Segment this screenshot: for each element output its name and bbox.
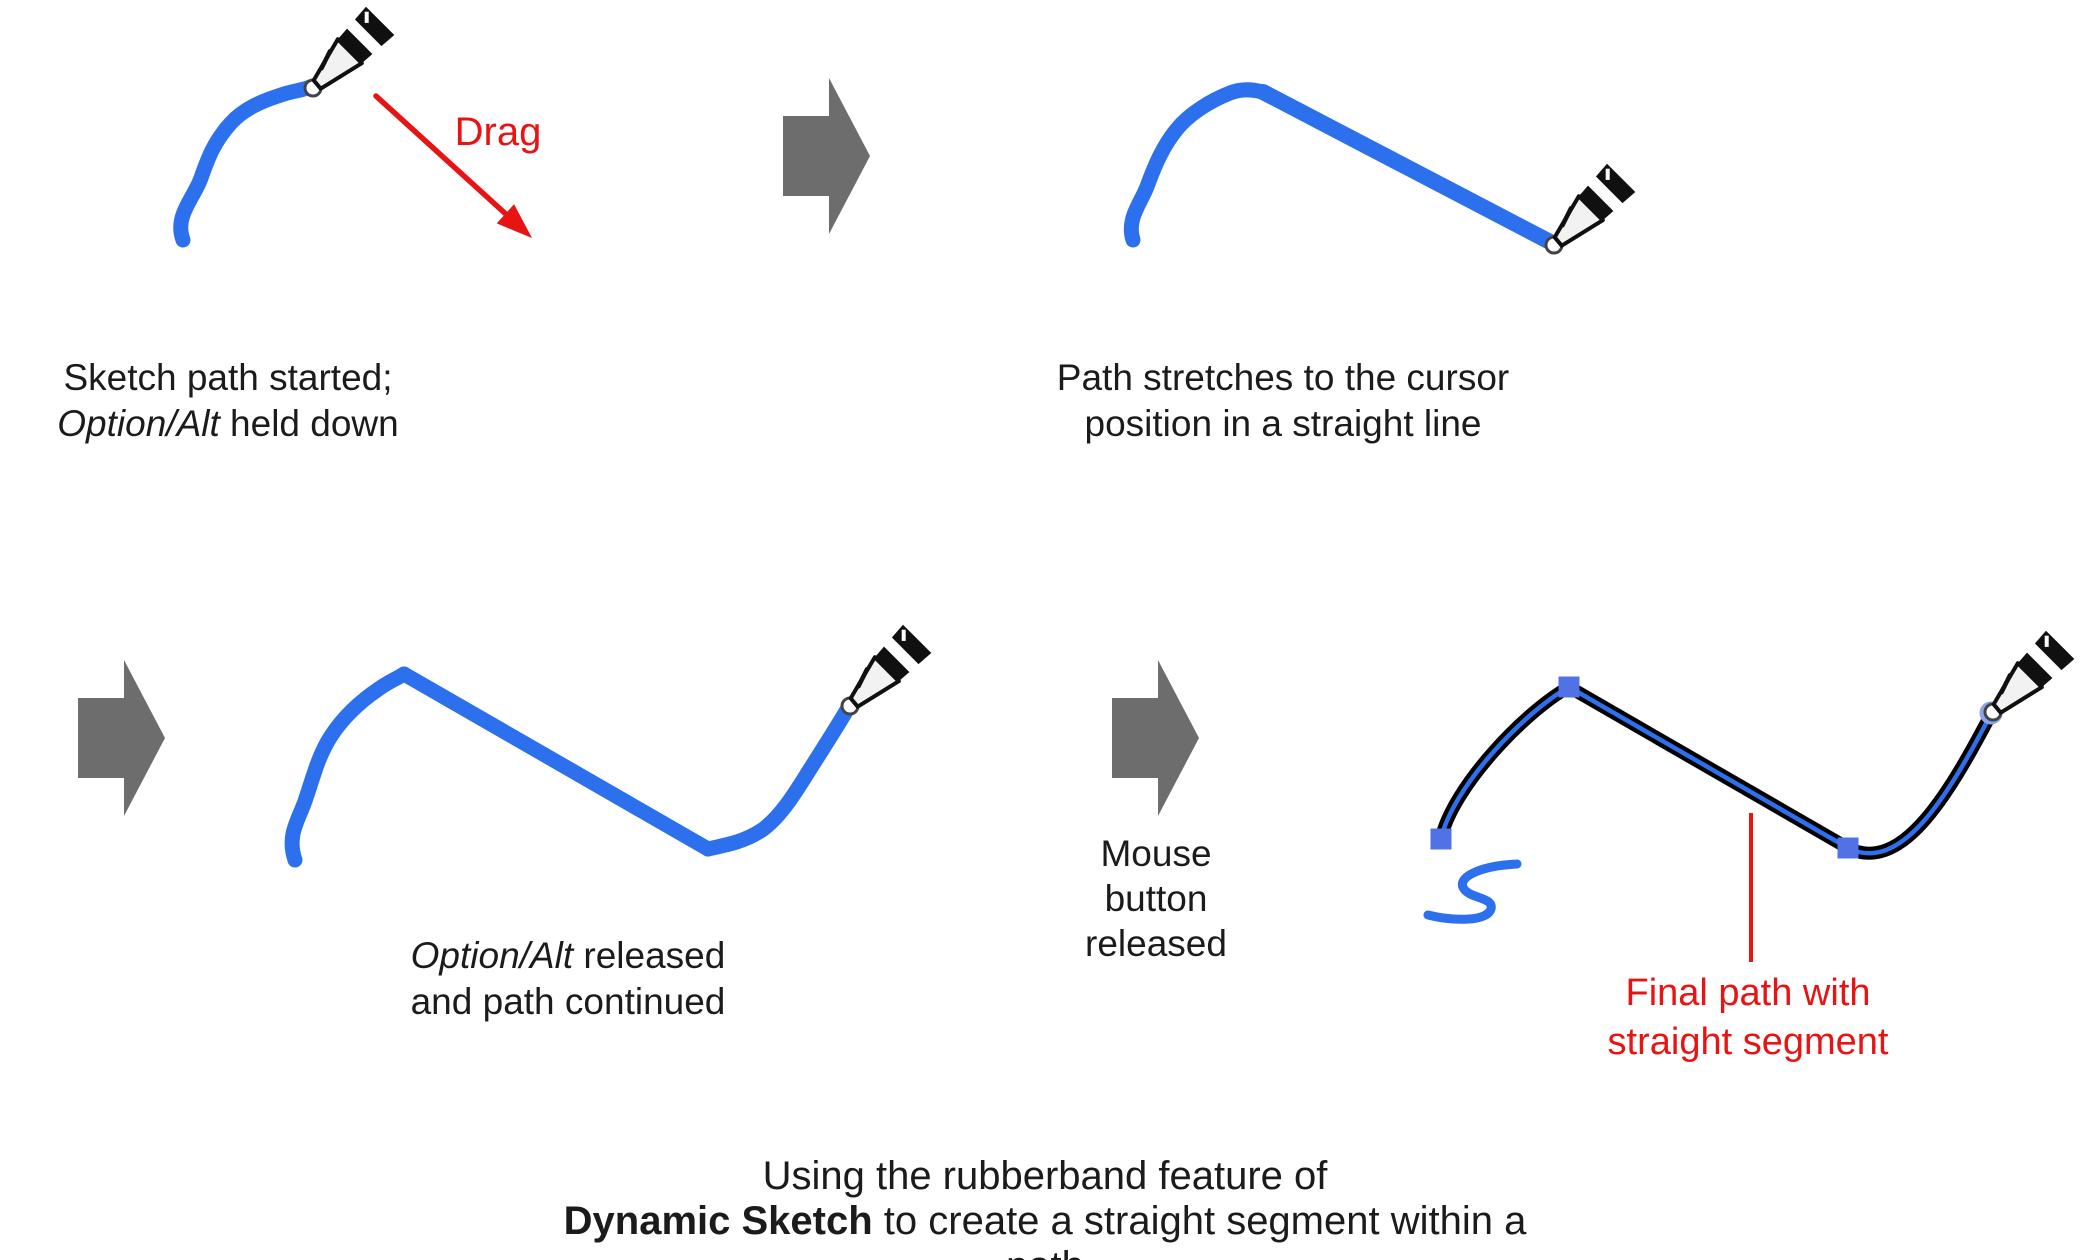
step3-caption-key: Option/Alt (410, 935, 574, 976)
step2-caption-line2: position in a straight line (1084, 403, 1482, 444)
marker-pen-cursor-icon (1546, 164, 1635, 253)
step3-caption-rest: released (573, 935, 726, 976)
sketch-stroke-step3-start (284, 666, 412, 868)
sketch-stroke-step1 (173, 79, 318, 248)
step3-caption: Option/Alt released and path continued (411, 933, 726, 1025)
right-block-arrow-icon (783, 78, 870, 234)
mouse-released-line3: released (1085, 923, 1227, 964)
anchor-point (1837, 837, 1859, 859)
step1-caption-key: Option/Alt (57, 403, 220, 444)
marker-pen-cursor-icon (842, 625, 931, 714)
marker-pen-cursor-icon (305, 7, 394, 96)
figure-caption-line1: Using the rubberband feature of (762, 1154, 1328, 1198)
step4-panel (1423, 631, 2074, 962)
step3-panel (284, 625, 931, 868)
right-block-arrow-icon (78, 660, 165, 816)
right-block-arrow-icon (1112, 660, 1199, 816)
rubberband-straight-segment (1255, 84, 1560, 251)
drag-arrow-shaft (373, 93, 511, 219)
sketch-stroke-step3-continued (700, 700, 856, 857)
sketch-stroke-step2 (1123, 82, 1270, 248)
step1-panel (173, 7, 532, 248)
step1-caption-line1: Sketch path started; (63, 357, 393, 398)
step2-panel (1123, 82, 1635, 253)
figure-caption-bold: Dynamic Sketch (563, 1199, 873, 1243)
figure-caption-rest: to create a straight segment within a pa… (883, 1199, 1527, 1260)
mouse-released-line1: Mouse (1100, 833, 1212, 874)
callout-line1: Final path with (1625, 972, 1871, 1014)
step1-caption-rest: held down (219, 403, 399, 444)
anchor-point (1558, 676, 1580, 698)
final-path-callout: Final path with straight segment (1608, 969, 1889, 1067)
step2-caption-line1: Path stretches to the cursor (1056, 357, 1510, 398)
step1-caption: Sketch path started; Option/Alt held down (57, 355, 398, 447)
drag-label: Drag (454, 110, 542, 154)
fixed-straight-segment (396, 666, 716, 857)
sketch-tool-s-cursor-icon (1423, 859, 1522, 924)
step2-caption: Path stretches to the cursor position in … (1057, 355, 1509, 447)
step3-caption-line2: and path continued (410, 981, 726, 1022)
anchor-point (1430, 828, 1452, 850)
red-drag-arrow-icon (496, 204, 532, 238)
callout-line2: straight segment (1607, 1021, 1889, 1063)
marker-pen-cursor-icon (1985, 631, 2074, 720)
mouse-released-line2: button (1104, 878, 1208, 919)
